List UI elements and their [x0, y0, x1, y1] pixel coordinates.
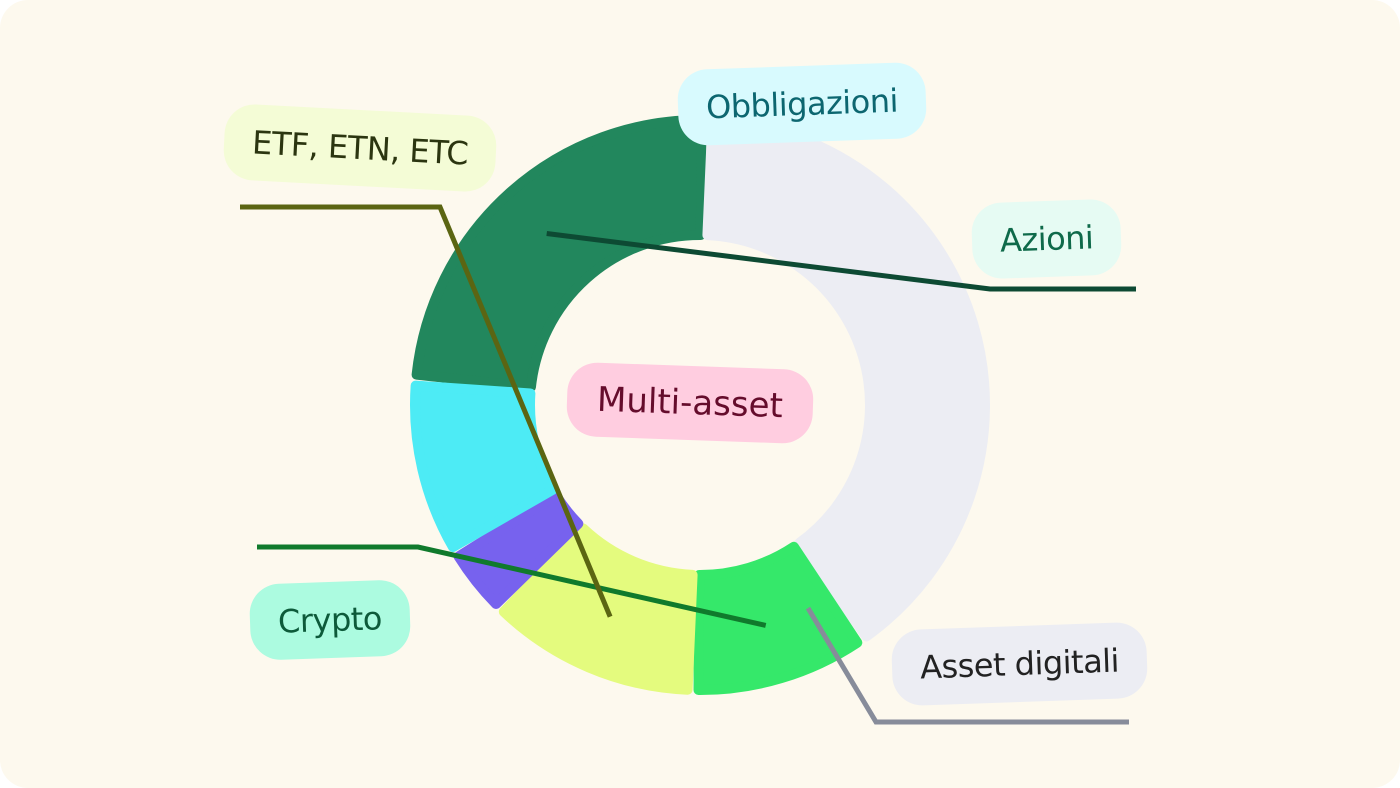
label-asset-digitali: Asset digitali [890, 621, 1149, 707]
leader-line-etf-etn-etc [240, 204, 613, 618]
segment-obbligazioni [410, 380, 558, 553]
segment-unlabeled-4 [453, 490, 584, 610]
leader-line-asset-digitali [805, 606, 1129, 725]
center-label: Multi-asset [565, 361, 815, 445]
leader-line-crypto [257, 544, 767, 628]
label-etf-etn-etc: ETF, ETN, ETC [222, 102, 499, 194]
segment-crypto [693, 541, 863, 695]
label-crypto: Crypto [248, 579, 412, 661]
segment-etf-etn-etc [498, 523, 698, 695]
label-azioni: Azioni [970, 198, 1123, 280]
segment-asset-digitali [702, 115, 990, 642]
label-obbligazioni: Obbligazioni [676, 61, 928, 147]
leader-line-azioni [546, 231, 1136, 292]
